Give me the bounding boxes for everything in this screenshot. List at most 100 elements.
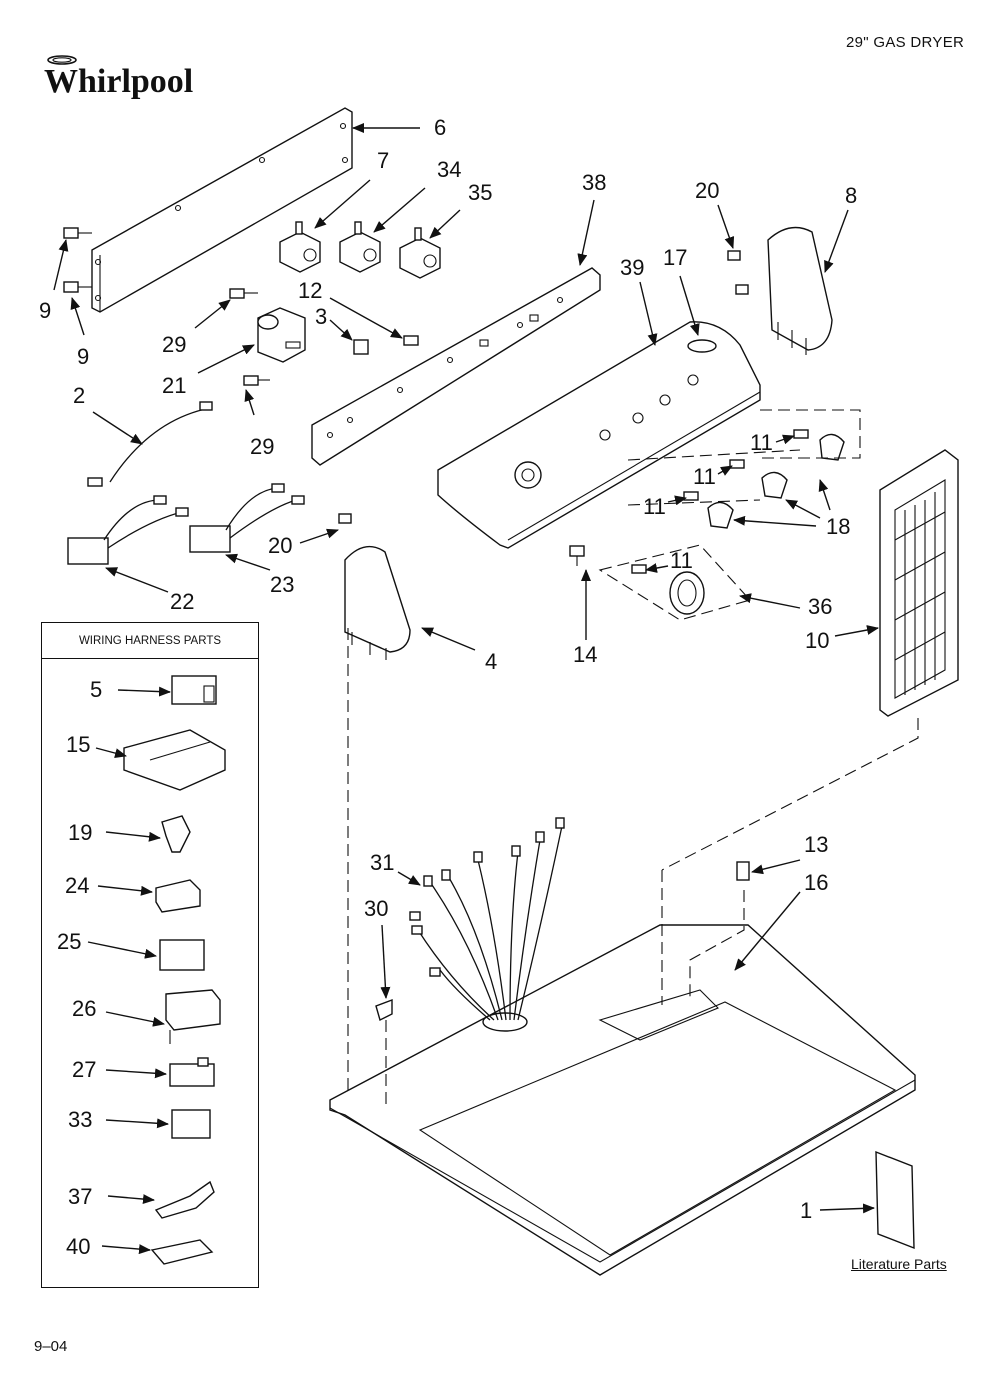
arrow-17 <box>679 275 700 336</box>
wire-bundle-31 <box>409 817 565 1021</box>
screw-14 <box>569 545 585 566</box>
arrow-9a <box>53 239 69 291</box>
console-bracket <box>311 267 601 466</box>
arrow-20a <box>717 204 735 249</box>
callout-18: 18 <box>826 514 850 539</box>
callout-8: 8 <box>845 183 857 208</box>
connector-5 <box>171 675 217 705</box>
callout-19: 19 <box>68 820 92 845</box>
callout-7: 7 <box>377 148 389 173</box>
lint-screen <box>879 449 959 717</box>
callout-9a: 9 <box>39 298 51 323</box>
arrow-15 <box>95 747 127 758</box>
callout-3: 3 <box>315 304 327 329</box>
knob-36 <box>669 571 705 615</box>
arrow-11a <box>775 434 795 445</box>
callout-12: 12 <box>298 278 322 303</box>
arrow-25 <box>87 941 157 959</box>
arrow-39 <box>639 281 658 346</box>
screw-9-lower <box>63 281 92 293</box>
callout-36: 36 <box>808 594 832 619</box>
callout-31: 31 <box>370 850 394 875</box>
arrow-11d <box>645 563 669 573</box>
arrow-31 <box>397 871 421 886</box>
arrow-1 <box>819 1203 875 1214</box>
callout-14: 14 <box>573 642 597 667</box>
knob-18-bottom <box>707 501 734 529</box>
arrow-20b <box>299 528 339 544</box>
callout-25: 25 <box>57 929 81 954</box>
callout-16: 16 <box>804 870 828 895</box>
callout-20a: 20 <box>695 178 719 203</box>
arrow-16 <box>734 891 801 971</box>
terminal-block-15 <box>123 729 226 791</box>
arrow-11b <box>717 465 733 476</box>
callout-10: 10 <box>805 628 829 653</box>
arrow-12 <box>329 297 403 339</box>
screw-13 <box>736 861 750 881</box>
arrow-29b <box>244 389 255 416</box>
callout-11b: 11 <box>693 464 716 489</box>
callout-4: 4 <box>485 649 497 674</box>
callout-27: 27 <box>72 1057 96 1082</box>
page-number: 9–04 <box>34 1338 68 1355</box>
arrow-37 <box>107 1194 155 1205</box>
arrow-38 <box>577 199 595 266</box>
callout-38: 38 <box>582 170 606 195</box>
callout-11d: 11 <box>670 548 693 573</box>
rear-panel <box>91 107 353 313</box>
arrow-2 <box>92 411 143 445</box>
connector-40 <box>150 1239 214 1265</box>
clip-19 <box>161 815 191 853</box>
harness-22 <box>67 495 189 565</box>
arrow-36 <box>739 593 801 609</box>
arrow-9b <box>70 297 85 336</box>
callout-33: 33 <box>68 1107 92 1132</box>
connector-26 <box>165 989 221 1044</box>
connector-24 <box>155 879 201 913</box>
console-panel <box>437 321 761 549</box>
arrow-21 <box>197 344 255 374</box>
clip-3 <box>353 339 369 355</box>
dryer-top <box>329 924 916 1276</box>
callout-2: 2 <box>73 383 85 408</box>
literature-book <box>875 1150 915 1250</box>
arrow-5 <box>117 686 171 697</box>
wiring-harness-panel: WIRING HARNESS PARTS <box>41 622 259 1288</box>
arrow-24 <box>97 885 153 896</box>
callout-6: 6 <box>434 115 446 140</box>
wiring-harness-title: WIRING HARNESS PARTS <box>42 623 258 659</box>
callout-37: 37 <box>68 1184 92 1209</box>
screw-20-lower <box>338 513 352 524</box>
whirlpool-logo: Whirlpool <box>40 52 210 112</box>
connector-27 <box>169 1057 215 1087</box>
screw-29-upper <box>229 288 258 299</box>
arrow-29a <box>194 299 231 329</box>
callout-26: 26 <box>72 996 96 1021</box>
end-cap-4 <box>344 545 411 660</box>
screw-9-upper <box>63 227 92 239</box>
connector-33 <box>171 1109 211 1139</box>
arrow-3 <box>329 319 353 341</box>
arrow-11c <box>667 495 687 506</box>
arrow-26 <box>105 1011 165 1027</box>
screw-29-lower <box>243 375 270 386</box>
arrow-18a <box>818 479 831 511</box>
callout-39: 39 <box>620 255 644 280</box>
callout-24: 24 <box>65 873 89 898</box>
callout-21: 21 <box>162 373 186 398</box>
arrow-7 <box>314 179 371 229</box>
callout-23: 23 <box>270 572 294 597</box>
callout-15: 15 <box>66 732 90 757</box>
arrow-40 <box>101 1244 151 1255</box>
arrow-35 <box>429 209 461 239</box>
callout-29a: 29 <box>162 332 186 357</box>
literature-parts-label: Literature Parts <box>851 1256 947 1272</box>
callout-11a: 11 <box>750 430 773 455</box>
document-title: 29" GAS DRYER <box>846 34 965 51</box>
callout-35: 35 <box>468 180 492 205</box>
callout-17: 17 <box>663 245 687 270</box>
arrow-22 <box>105 567 169 593</box>
callout-34: 34 <box>437 157 461 182</box>
